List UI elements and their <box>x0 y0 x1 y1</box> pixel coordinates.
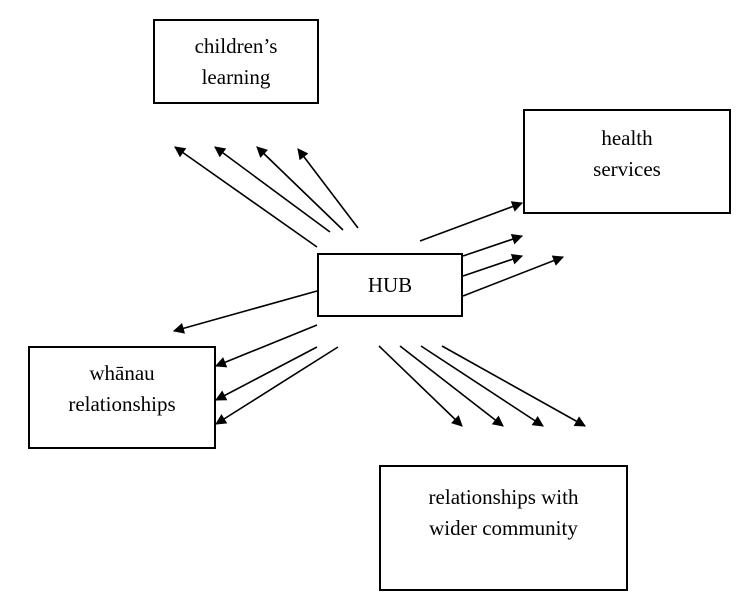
arrow-hub-to-whanau-relationships <box>214 324 318 368</box>
arrow-hub-to-health-services <box>462 233 524 257</box>
node-childrens-learning-label: children’s learning <box>194 33 278 89</box>
arrow-hub-to-health-services <box>462 255 565 297</box>
arrow-hub-to-wider-community <box>399 345 504 427</box>
arrow-hub-to-childrens-learning <box>297 148 359 229</box>
arrow-hub-to-childrens-learning <box>174 146 318 248</box>
arrow-hub-to-health-services <box>419 201 524 242</box>
arrow-hub-to-whanau-relationships <box>215 346 318 401</box>
arrow-hub-to-whanau-relationships <box>215 346 339 425</box>
node-hub-label: HUB <box>367 272 413 297</box>
node-wider-community: relationships with wider community <box>379 465 628 591</box>
arrow-hub-to-childrens-learning <box>214 146 331 233</box>
arrow-hub-to-whanau-relationships <box>172 290 318 334</box>
node-whanau-relationships: whānau relationships <box>28 346 216 449</box>
node-whanau-relationships-label: whānau relationships <box>68 360 176 416</box>
node-health-services: health services <box>523 109 731 214</box>
arrow-hub-to-wider-community <box>441 345 586 427</box>
arrow-hub-to-wider-community <box>420 345 544 427</box>
arrow-hub-to-childrens-learning <box>256 146 344 231</box>
node-wider-community-label: relationships with wider community <box>428 485 579 540</box>
arrow-hub-to-wider-community <box>378 345 463 427</box>
node-hub: HUB <box>317 253 463 317</box>
node-childrens-learning: children’s learning <box>153 19 319 104</box>
node-health-services-label: health services <box>593 125 661 181</box>
arrow-hub-to-health-services <box>462 253 524 277</box>
